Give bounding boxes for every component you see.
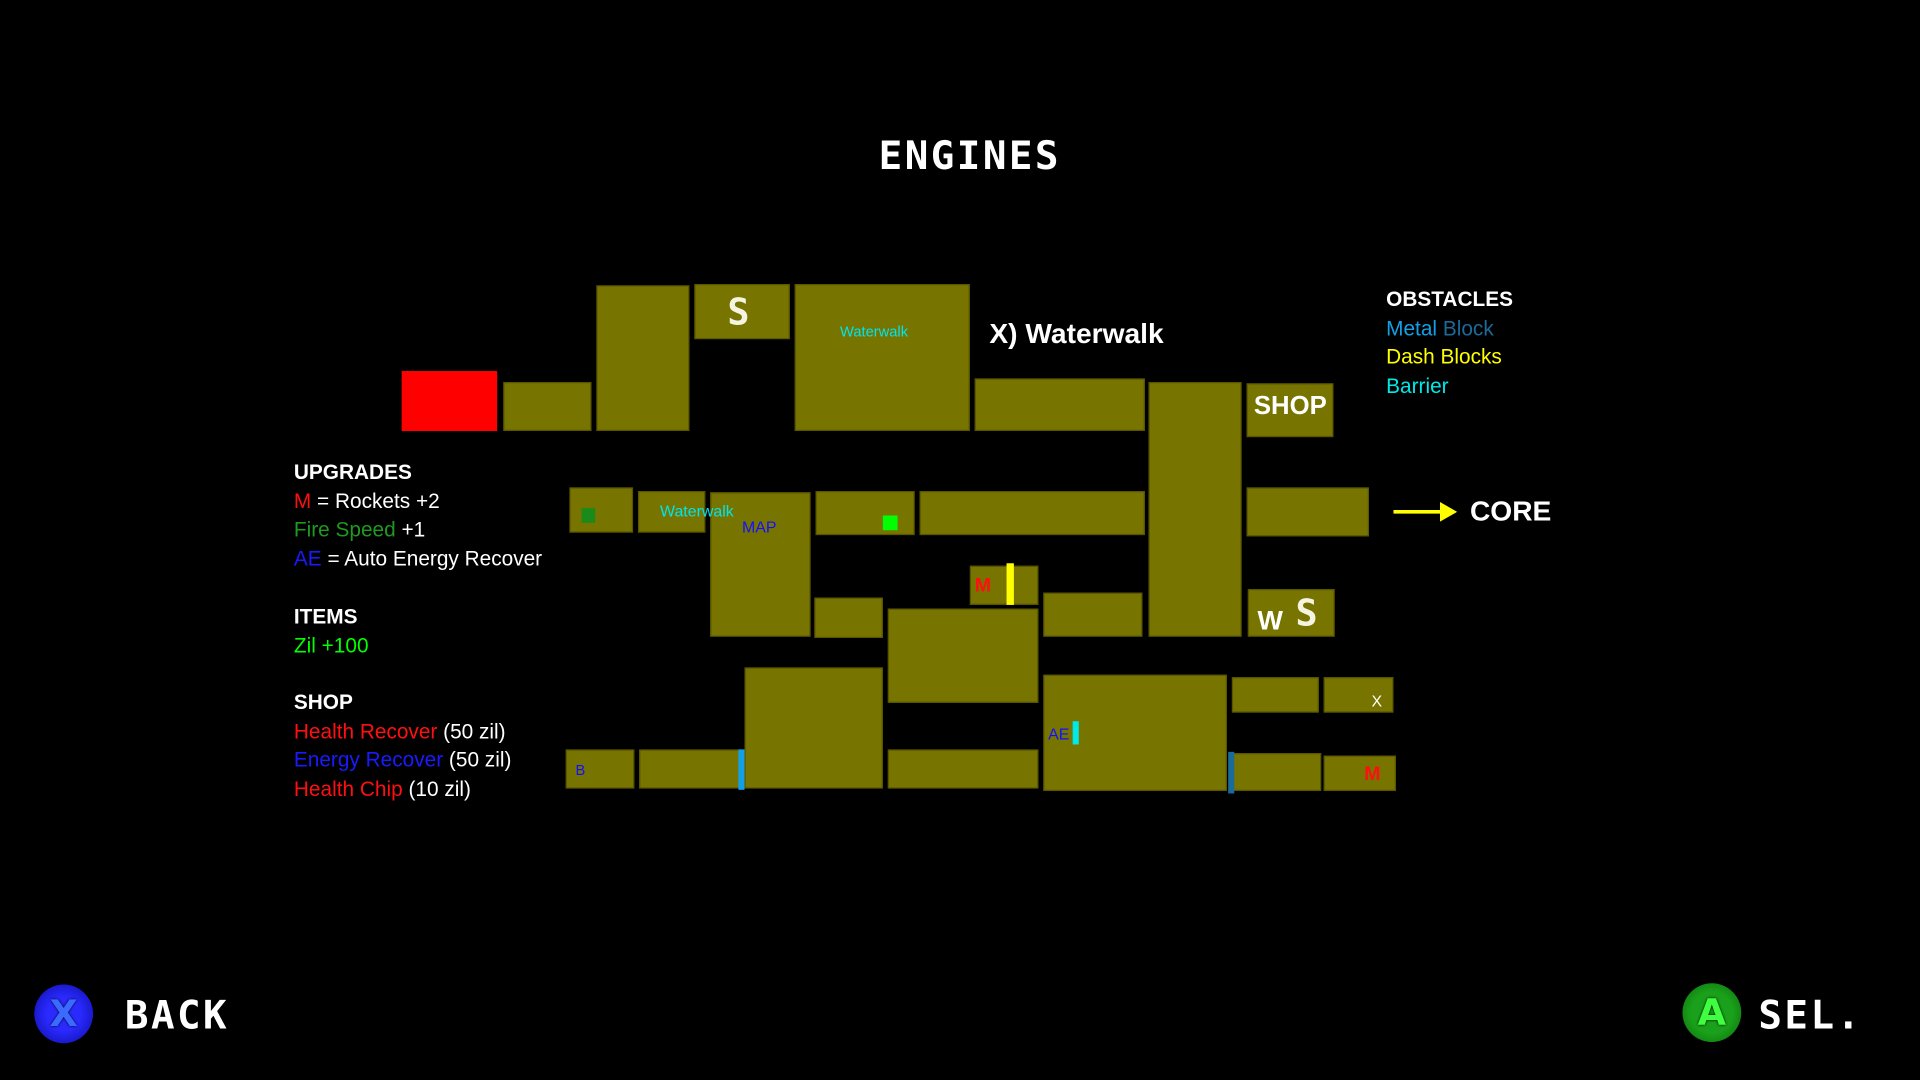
map-room [710,492,811,637]
map-room [1323,677,1394,713]
waterwalk-marker: X [1371,691,1383,711]
shop-item-name: Health Recover [293,719,438,743]
shop-item: Energy Recover (50 zil) [294,746,512,775]
shop-legend: SHOP Health Recover (50 zil) Energy Reco… [294,688,512,804]
map-room [887,749,1039,789]
obstacles-heading: OBSTACLES [1386,287,1513,312]
map-room [639,749,741,789]
upgrades-heading: UPGRADES [293,460,412,484]
map-room [569,487,634,533]
map-room [1043,674,1227,792]
map-room [1246,383,1334,438]
select-label: SEL. [1758,991,1863,1039]
map-room [1246,487,1369,537]
map-room [814,597,883,638]
map-room [969,565,1039,605]
map-room [744,667,883,789]
shop-item-name: Health Chip [293,777,403,801]
rockets-upgrade-marker: M [1364,764,1381,785]
map-room [815,491,915,536]
a-button-icon: A [1682,983,1742,1043]
auto-energy-marker: AE [1048,724,1070,744]
shop-label[interactable]: SHOP [1253,391,1327,421]
dash-block-marker [1006,563,1014,605]
back-label: BACK [124,991,230,1039]
rockets-text: = Rockets +2 [317,489,440,513]
map-room [1247,588,1335,637]
map-room [887,608,1039,703]
save-point-icon: S [1295,592,1321,636]
fire-speed-item-marker [581,508,596,523]
barrier-marker [1072,721,1079,745]
page-title: ENGINES [878,132,1061,179]
map-room [919,491,1145,536]
map-room [794,284,970,432]
warp-label: W [1257,604,1283,636]
zil-item: Zil +100 [293,633,369,658]
map-room [1148,382,1242,637]
rockets-key: M [293,489,312,513]
map-room [503,382,592,432]
ae-key: AE [293,547,322,571]
waterwalk-note: X) Waterwalk [989,317,1164,349]
ae-text: = Auto Energy Recover [327,547,543,571]
boss-marker: B [575,761,586,779]
fire-speed-text: +1 [401,518,426,542]
items-heading: ITEMS [293,604,358,629]
map-room [974,378,1145,432]
map-room [637,491,706,533]
save-point-icon: S [727,291,752,335]
shop-heading: SHOP [293,690,353,714]
arrow-right-icon [1393,501,1458,522]
metal-block-marker [1228,751,1235,794]
metal-label: Metal [1386,316,1438,340]
core-label: CORE [1469,494,1552,527]
map-room [596,285,690,432]
barrier-label: Barrier [1386,374,1449,398]
map-room [1231,677,1319,713]
shop-item-price: (50 zil) [448,748,512,772]
upgrades-legend: UPGRADES M = Rockets +2 Fire Speed +1 AE… [294,458,542,574]
map-room [1231,753,1322,792]
shop-item: Health Chip (10 zil) [294,775,512,804]
core-exit[interactable]: CORE [1391,495,1551,528]
rockets-upgrade-marker: M [974,575,992,597]
map-pickup-label: MAP [742,517,777,537]
map-room [694,284,790,340]
x-button-icon: X [34,984,94,1044]
waterwalk-label: Waterwalk [660,502,734,521]
map-room [1043,592,1143,637]
shop-item: Health Recover (50 zil) [294,717,512,746]
fire-speed-key: Fire Speed [293,518,396,542]
block-label: Block [1442,316,1494,340]
map-room [565,749,635,789]
shop-item-name: Energy Recover [293,748,444,772]
items-legend: ITEMS Zil +100 [294,602,369,660]
current-room-marker [401,371,498,432]
shop-item-price: (50 zil) [443,719,506,743]
waterwalk-label: Waterwalk [840,323,909,341]
obstacles-legend: OBSTACLES Metal Block Dash Blocks Barrie… [1386,285,1513,401]
map-room [1323,755,1396,792]
dash-blocks-label: Dash Blocks [1386,345,1502,369]
shop-item-price: (10 zil) [408,777,471,801]
metal-block-marker [738,749,745,790]
zil-item-marker [882,515,898,531]
